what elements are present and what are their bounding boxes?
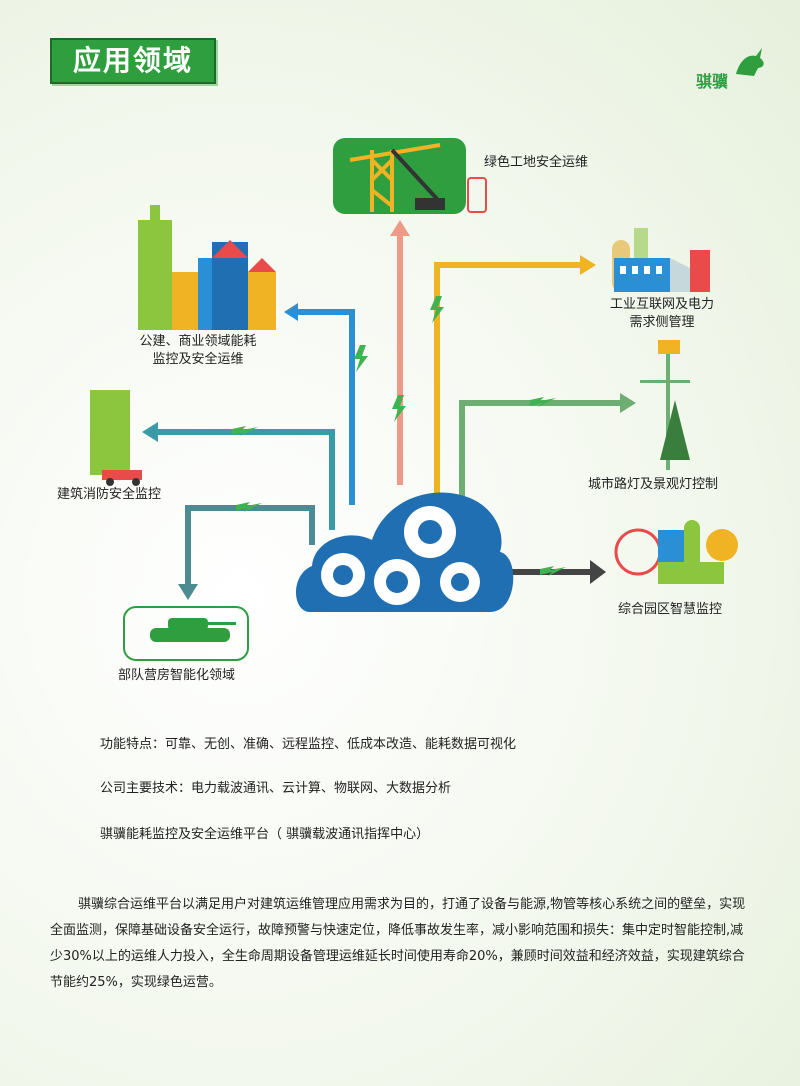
unicorn-logo-icon [736, 48, 764, 76]
military-barracks-icon [123, 606, 249, 661]
arrow-to-public [295, 309, 355, 505]
lightning-bolt-icon [236, 502, 262, 512]
ferris-wheel-icon [614, 528, 662, 576]
public-buildings-icon [138, 205, 276, 330]
node-label-public-2: 监控及安全运维 [152, 352, 244, 367]
arrow-head-industrial [580, 255, 596, 275]
arrow-head-construction [390, 220, 410, 236]
lightning-bolt-icon [530, 397, 556, 407]
lightning-bolt-icons [232, 296, 566, 576]
node-label-fire: 建筑消防安全监控 [57, 487, 162, 502]
factory-icon [612, 228, 710, 292]
lightning-bolt-icon [354, 345, 368, 372]
node-label-park: 综合园区智慧监控 [618, 602, 723, 617]
lightning-bolt-icon [430, 296, 444, 323]
feature-line-1: 功能特点：可靠、无创、准确、远程监控、低成本改造、能耗数据可视化 [100, 737, 517, 752]
node-label-construction: 绿色工地安全运维 [484, 155, 589, 170]
arrow-to-military [185, 505, 315, 585]
smartphone-icon [467, 177, 487, 213]
node-label-military: 部队营房智能化领域 [118, 668, 236, 683]
node-label-public-1: 公建、商业领域能耗 [139, 334, 257, 349]
lightning-bolt-icon [540, 566, 566, 576]
description-paragraph: 骐骥综合运维平台以满足用户对建筑运维管理应用需求为目的，打通了设备与能源,物管等… [50, 897, 746, 990]
node-label-industrial-2: 需求侧管理 [629, 315, 695, 330]
arrow-head-park [590, 560, 606, 584]
tank-icon [150, 618, 236, 642]
arrow-head-fire [142, 422, 158, 442]
arrow-head-public [284, 303, 298, 321]
lightning-bolt-icon [392, 395, 406, 422]
section-title: 应用领域 [72, 44, 193, 77]
cloud-platform-icon [296, 492, 514, 612]
lightning-bolt-icon [232, 426, 258, 436]
fire-safety-building-icon [90, 390, 142, 486]
application-diagram [90, 138, 738, 661]
node-label-industrial-1: 工业互联网及电力 [609, 297, 714, 312]
arrow-to-fire [155, 429, 335, 530]
arrow-to-streetlight [459, 400, 620, 510]
park-icon [614, 520, 738, 584]
arrow-to-industrial [434, 262, 580, 495]
description-block: 骐骥综合运维平台以满足用户对建筑运维管理应用需求为目的，打通了设备与能源,物管等… [50, 892, 754, 996]
arrow-head-military [178, 584, 198, 600]
gear-icons [321, 506, 480, 605]
brand-logo: 骐骥 [696, 46, 768, 91]
section-title-box: 应用领域 [50, 38, 216, 84]
arrow-heads [142, 220, 636, 600]
brand-logo-text: 骐骥 [696, 72, 729, 91]
node-label-streetlight: 城市路灯及景观灯控制 [588, 477, 719, 492]
feature-line-3: 骐骥能耗监控及安全运维平台（ 骐骥载波通讯指挥中心） [100, 827, 430, 842]
feature-line-2: 公司主要技术：电力载波通讯、云计算、物联网、大数据分析 [100, 781, 452, 796]
arrow-head-streetlight [620, 393, 636, 413]
construction-site-icon [333, 138, 487, 214]
streetlight-icon [640, 340, 690, 470]
